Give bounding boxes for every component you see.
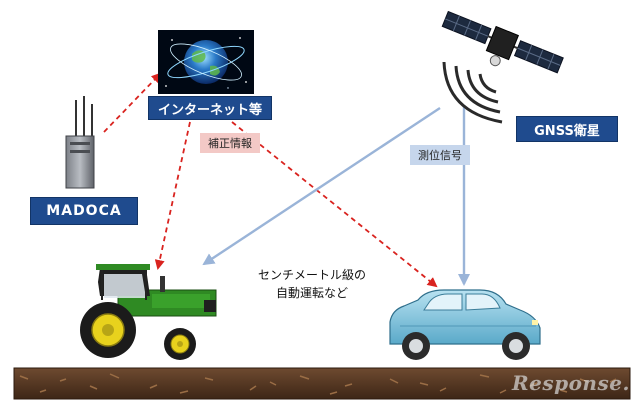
arrow-madoca-to-internet <box>103 72 162 133</box>
internet-globe-icon <box>158 30 254 94</box>
car-icon <box>389 289 541 360</box>
tractor-icon <box>80 264 217 360</box>
correction-arrows <box>103 72 438 288</box>
signal-arrows <box>202 106 470 286</box>
reference-station-icon <box>65 96 95 189</box>
gnss-satellite-label: GNSS衛星 <box>516 116 618 142</box>
correction-info-tag: 補正情報 <box>200 133 260 153</box>
madoca-label: MADOCA <box>30 197 138 225</box>
gnss-satellite-icon <box>441 10 564 124</box>
ground-soil <box>13 367 631 400</box>
watermark-logo: Response. <box>512 371 630 395</box>
internet-label: インターネット等 <box>148 96 272 120</box>
positioning-signal-tag: 測位信号 <box>410 145 470 165</box>
arrow-internet-to-tractor <box>154 121 191 270</box>
caption-line-1: センチメートル級の <box>257 267 366 282</box>
arrow-satellite-to-tractor <box>202 106 441 266</box>
caption-line-2: 自動運転など <box>275 285 348 300</box>
arrow-internet-to-car <box>231 121 438 288</box>
